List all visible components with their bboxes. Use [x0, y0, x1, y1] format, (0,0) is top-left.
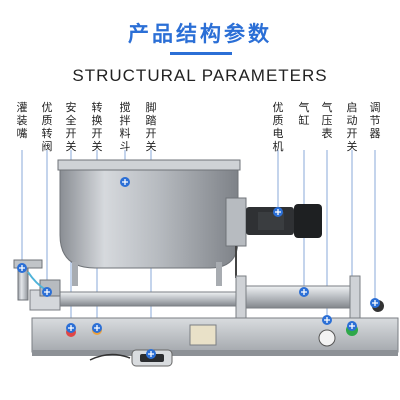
title-underline [170, 52, 232, 55]
label-changeover-switch: 转换开关 [91, 101, 103, 153]
plus-marker-icon [17, 177, 380, 359]
page-subtitle: STRUCTURAL PARAMETERS [72, 66, 328, 85]
label-regulator: 调节器 [369, 101, 381, 140]
label-quality-motor: 优质电机 [272, 101, 284, 153]
label-mixing-hopper: 搅拌料斗 [119, 101, 131, 153]
page-title: 产品结构参数 [128, 22, 272, 46]
label-air-cylinder: 气缸 [298, 101, 310, 127]
label-quality-rotary-valve: 优质转阀 [41, 101, 53, 153]
label-foot-pedal-switch: 脚踏开关 [145, 101, 157, 153]
label-safety-switch: 安全开关 [65, 101, 77, 153]
label-filling-nozzle: 灌装嘴 [16, 101, 28, 140]
label-pressure-gauge: 气压表 [321, 101, 333, 140]
label-start-switch: 启动开关 [346, 101, 358, 153]
